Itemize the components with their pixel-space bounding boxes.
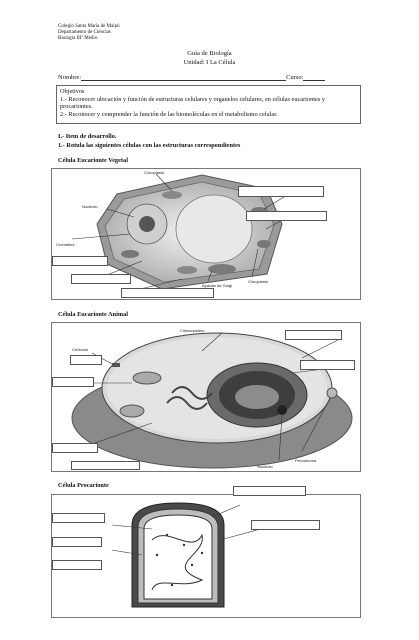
answer-box-prok-4[interactable]: [251, 520, 320, 530]
label-golgi: Aparato de Golgi: [202, 283, 232, 288]
school-name: Colegio Santa María de Maipú: [58, 24, 120, 29]
prokaryote-frame: [51, 494, 361, 618]
answer-box-animal-6[interactable]: [300, 360, 355, 370]
name-line[interactable]: [81, 74, 287, 81]
answer-box-prok-3[interactable]: [52, 537, 102, 547]
student-row: Nombre: Curso:: [58, 74, 368, 81]
animal-caption: Célula Eucarionte Animal: [58, 311, 128, 318]
prokaryote-diagram: [111, 502, 258, 608]
label-centriolo: Centriolo: [72, 347, 89, 352]
page-subtitle: Unidad: I La Célula: [183, 59, 236, 66]
answer-box-animal-4[interactable]: [52, 443, 98, 453]
course-label: Curso:: [286, 74, 304, 81]
label-peroxisoma: Peroxisoma: [295, 458, 317, 463]
answer-box-animal-1[interactable]: [285, 330, 342, 340]
plant-cell-frame: Cloroplasto Nucleolo Cromatina Aparato d…: [51, 168, 361, 300]
objectives-box: Objetivos 1.- Reconocer ubicación y func…: [56, 85, 361, 124]
objective-2: 2.- Reconocer y comprender la función de…: [60, 110, 278, 118]
prokaryote-caption: Célula Procarionte: [58, 482, 109, 489]
answer-box-animal-3[interactable]: [52, 377, 94, 387]
plant-cell-diagram: Cloroplasto Nucleolo Cromatina Aparato d…: [56, 170, 285, 292]
objective-1: 1.- Reconocer ubicación y función de est…: [60, 95, 325, 111]
course-line[interactable]: [303, 74, 326, 81]
page-title: Guía de Biología: [187, 50, 232, 57]
answer-box-prok-5[interactable]: [52, 560, 102, 570]
label-cromatina: Cromatina: [56, 242, 75, 247]
plant-caption: Célula Eucarionte Vegetal: [58, 157, 128, 164]
answer-box-animal-2[interactable]: [70, 355, 102, 365]
answer-box-prok-1[interactable]: [233, 486, 306, 496]
name-label: Nombre:: [58, 74, 82, 81]
answer-box-plant-1[interactable]: [238, 186, 324, 197]
answer-box-plant-3[interactable]: [52, 256, 108, 266]
animal-cell-frame: Citoesqueleto Centriolo Nucléolo Peroxis…: [51, 322, 361, 472]
animal-cell-diagram: Citoesqueleto Centriolo Nucléolo Peroxis…: [71, 328, 353, 469]
label-nucleolo-plant: Nucleolo: [82, 204, 98, 209]
answer-box-animal-5[interactable]: [71, 461, 140, 470]
label-cloroplasto-top: Cloroplasto: [144, 170, 165, 175]
section-instruction: 1.- Rotula las siguientes células con la…: [58, 142, 241, 149]
answer-box-prok-2[interactable]: [52, 513, 105, 523]
answer-box-plant-4[interactable]: [71, 274, 131, 284]
label-citoesqueleto: Citoesqueleto: [180, 328, 205, 333]
label-nucleolo-animal: Nucléolo: [257, 464, 273, 469]
answer-box-plant-2[interactable]: [246, 211, 327, 221]
section-title: I.- Item de desarrollo.: [58, 133, 117, 140]
answer-box-plant-5[interactable]: [121, 288, 214, 298]
label-cloroplasto-bottom: Cloroplasto: [248, 279, 269, 284]
objectives-heading: Objetivos: [60, 88, 85, 95]
course-name: Biología IIIº Medio: [58, 36, 98, 41]
department-name: Departamento de Ciencias: [58, 30, 111, 35]
